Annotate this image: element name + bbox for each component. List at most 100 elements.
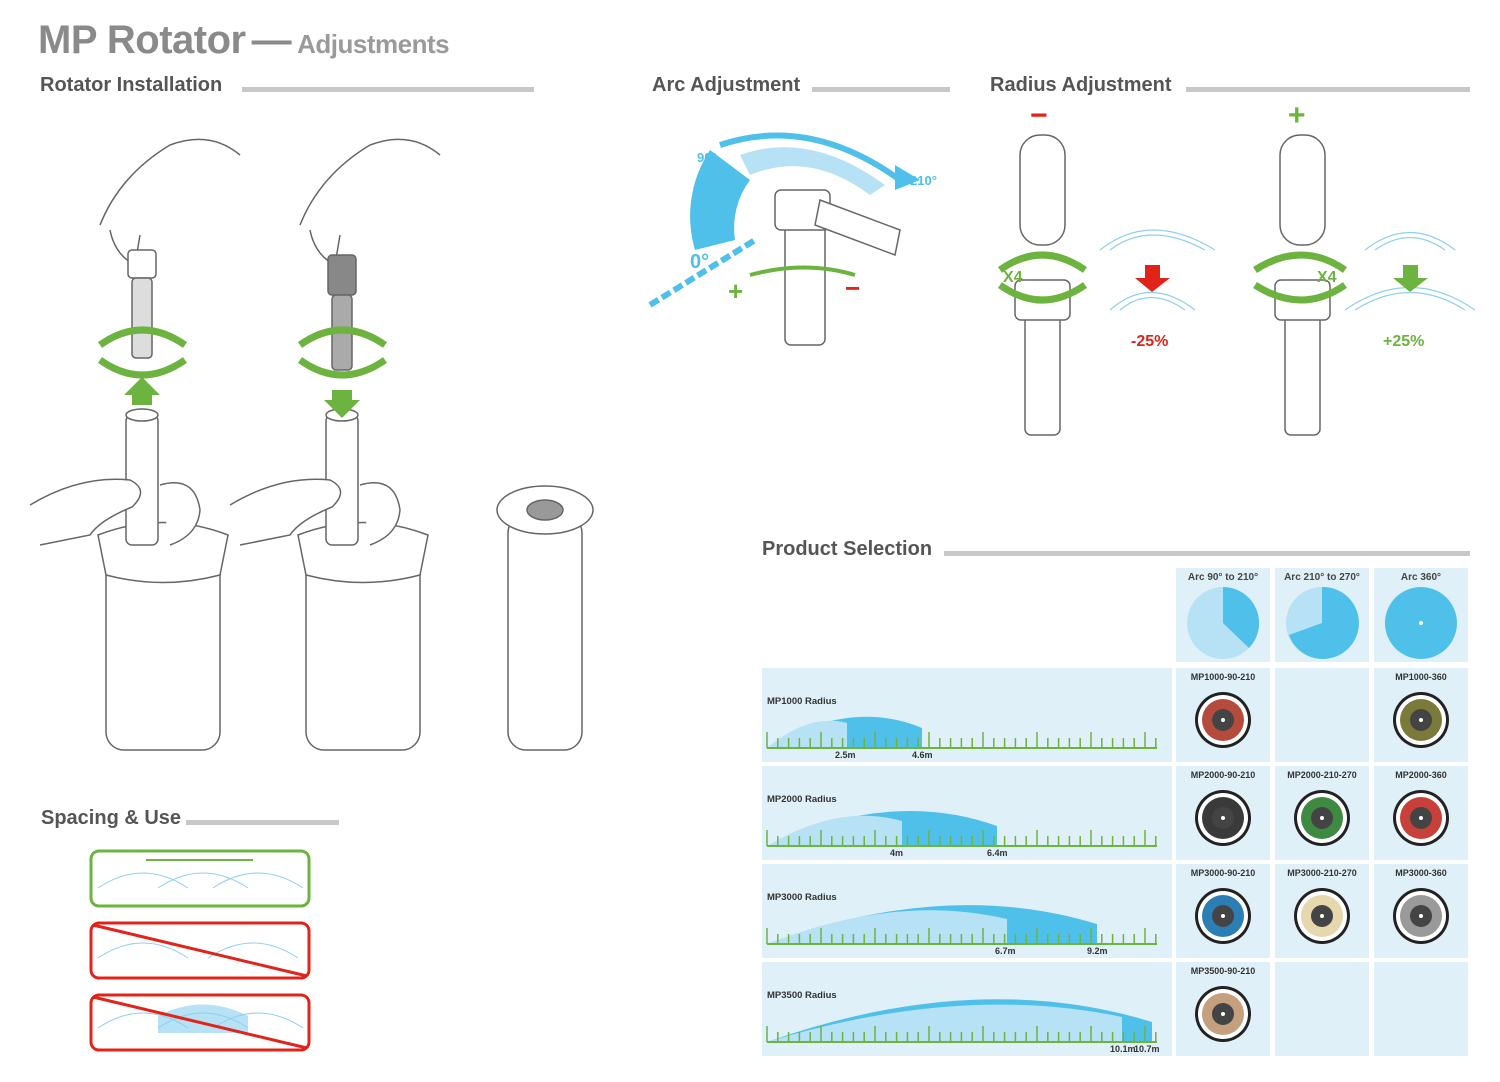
rotate-arrow (1253, 282, 1348, 304)
section-rule (1186, 87, 1470, 92)
radius-cell: MP3000 Radius 6.7m 9.2m (762, 864, 1172, 958)
nozzle-icon (1294, 888, 1350, 944)
hand (159, 482, 201, 546)
rotate-arrow (1253, 251, 1348, 273)
hand (299, 138, 441, 267)
plus-percent-label: +25% (1383, 333, 1424, 350)
arc-arrow-head (895, 165, 920, 190)
sprinkler-body (507, 514, 583, 751)
radius-fan-chart (766, 999, 1157, 1043)
arc-header-cell: Arc 90° to 210° (1176, 568, 1270, 662)
nozzle-icon (1393, 790, 1449, 846)
spray-pattern (1364, 232, 1456, 251)
arc-header-label: Arc 360° (1400, 572, 1442, 583)
title-subtitle: Adjustments (297, 29, 450, 59)
model-label: MP3000-360 (1395, 868, 1447, 878)
arc-header-label: Arc 90° to 210° (1187, 572, 1259, 583)
radius-row-label: MP1000 Radius (767, 696, 837, 707)
section-arc-heading: Arc Adjustment (652, 74, 801, 96)
model-label: MP1000-90-210 (1190, 672, 1256, 682)
section-rule (812, 87, 950, 92)
section-spacing-heading: Spacing & Use (41, 807, 182, 829)
radius-max-label: 9.2m (1087, 946, 1108, 956)
cross-out-line (92, 995, 308, 1050)
model-label: MP3500-90-210 (1190, 966, 1256, 976)
arc-210-label: 210° (910, 173, 937, 188)
radius-min-label: 6.7m (995, 946, 1016, 956)
arc-90-label: 90° (697, 150, 717, 165)
radius-min-fan (767, 910, 1007, 944)
rotate-arrow (97, 326, 188, 348)
x4-label: X4 (1003, 269, 1023, 286)
twist-arrow (749, 265, 856, 277)
arc-header-cell: Arc 360° (1374, 568, 1468, 662)
nozzle-icon (1195, 692, 1251, 748)
arc-360-icon (1385, 587, 1457, 659)
cross-out-line (92, 923, 308, 978)
radius-illustration: − + X4 X4 -25% +25% (997, 100, 1476, 436)
radius-max-label: 10.7m (1134, 1044, 1160, 1054)
radius-max-label: 4.6m (912, 750, 933, 760)
model-cell: MP1000-360 (1374, 668, 1468, 762)
model-cell (1374, 962, 1468, 1056)
model-cell: MP2000-90-210 (1176, 766, 1270, 860)
model-cell: MP1000-90-210 (1176, 668, 1270, 762)
radius-min-label: 4m (890, 848, 904, 858)
section-product-heading: Product Selection (762, 538, 933, 560)
sprinkler-cap (297, 521, 429, 584)
nozzle-icon (1195, 888, 1251, 944)
arc-minus-label: − (845, 273, 860, 303)
rotate-arrow (297, 357, 388, 379)
sprinkler-cap (97, 521, 229, 584)
nozzle-icon (1393, 888, 1449, 944)
hand (29, 478, 142, 546)
arc-light-zone (740, 147, 885, 195)
rotate-arrow (97, 357, 188, 379)
model-cell: MP3000-90-210 (1176, 864, 1270, 958)
radius-min-fan (767, 1004, 1122, 1042)
arc-header-cell: Arc 210° to 270° (1275, 568, 1369, 662)
radius-minus-sign: − (1030, 100, 1048, 132)
arc-header-label: Arc 210° to 270° (1284, 572, 1360, 583)
title-main: MP Rotator (38, 18, 246, 62)
section-rule (242, 87, 534, 92)
section-installation-heading: Rotator Installation (40, 74, 223, 96)
model-label: MP1000-360 (1395, 672, 1447, 682)
installation-illustration (29, 138, 594, 751)
radius-plus-sign: + (1288, 100, 1306, 132)
radius-row-label: MP3000 Radius (767, 892, 837, 903)
hand (359, 482, 401, 546)
section-rule (944, 551, 1470, 556)
nozzle-icon (1195, 790, 1251, 846)
radius-min-fan (767, 720, 847, 748)
page-title: MP Rotator—Adjustments (38, 18, 450, 63)
model-label: MP3000-90-210 (1190, 868, 1256, 878)
radius-row-label: MP3500 Radius (767, 990, 837, 1001)
down-arrow (324, 390, 360, 418)
model-cell: MP3000-210-270 (1275, 864, 1369, 958)
model-label: MP2000-90-210 (1190, 770, 1256, 780)
model-cell: MP2000-360 (1374, 766, 1468, 860)
arc-outer-arrow (719, 132, 902, 183)
title-dash: — (251, 18, 292, 62)
model-label: MP2000-360 (1395, 770, 1447, 780)
spray-pattern (1099, 229, 1216, 251)
overlap-zone (158, 1004, 248, 1033)
arc-plus-label: + (728, 276, 743, 306)
model-cell: MP3500-90-210 (1176, 962, 1270, 1056)
radius-row-label: MP2000 Radius (767, 794, 837, 805)
section-radius-heading: Radius Adjustment (990, 74, 1172, 96)
arc-blue-zone (690, 150, 750, 250)
spacing-illustration (89, 849, 311, 1052)
spray-pattern (1109, 292, 1196, 311)
riser-tube (1024, 309, 1061, 436)
radius-fan-chart (766, 716, 1157, 749)
adjustment-tool (1279, 134, 1326, 246)
arc-0-label: 0° (690, 251, 709, 273)
rotate-arrow (297, 326, 388, 348)
hand (229, 478, 342, 546)
up-arrow (124, 377, 160, 405)
